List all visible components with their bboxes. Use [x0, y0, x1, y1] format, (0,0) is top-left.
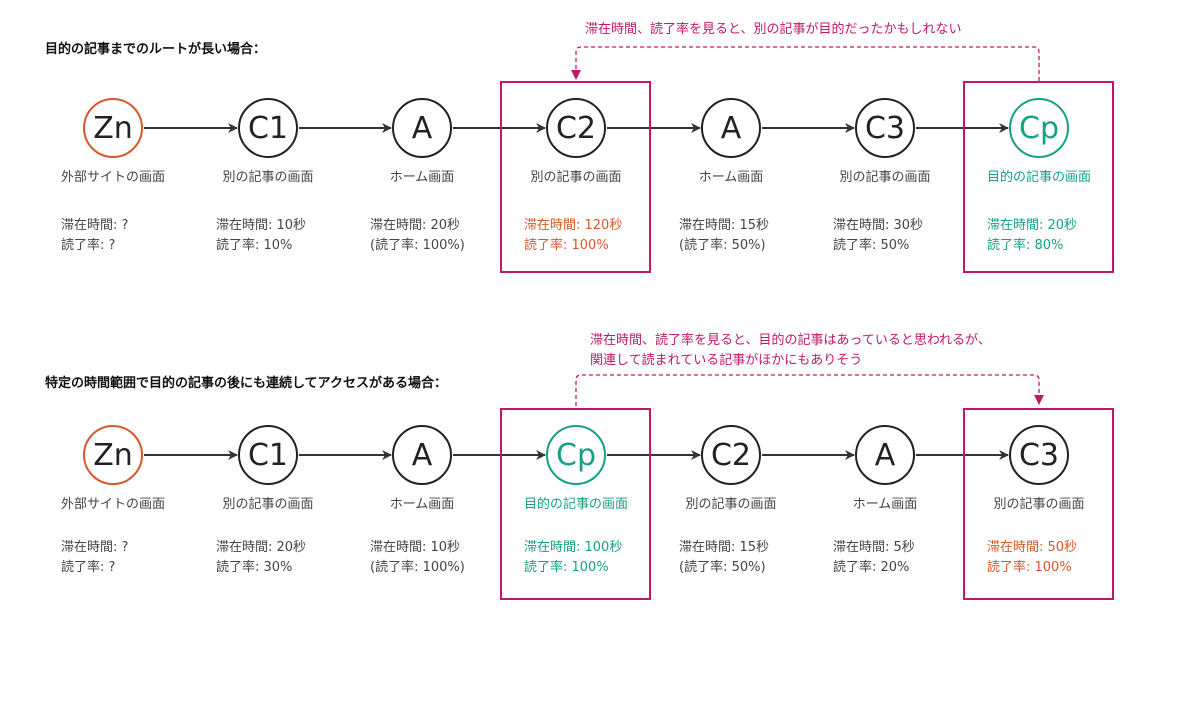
row2-title: 特定の時間範囲で目的の記事の後にも連続してアクセスがある場合：	[45, 376, 447, 391]
node-label: 別の記事の画面	[222, 497, 314, 512]
node-stats: 滞在時間: 100秒読了率: 100%	[524, 538, 622, 578]
read-rate: (読了率: 100%)	[370, 560, 465, 575]
node-label: 別の記事の画面	[222, 170, 314, 185]
read-rate: (読了率: 50%)	[679, 238, 766, 253]
node-label: 外部サイトの画面	[60, 497, 165, 512]
page-node-a: A	[392, 98, 452, 158]
row1-dashed-feedback-arrow	[571, 46, 1040, 81]
read-rate: (読了率: 100%)	[370, 238, 465, 253]
node-label: ホーム画面	[852, 497, 918, 512]
node-label: ホーム画面	[698, 170, 764, 185]
dwell-time: 滞在時間: ?	[61, 218, 129, 233]
page-node-c3: C3	[1009, 425, 1069, 485]
node-label: ホーム画面	[389, 170, 455, 185]
dwell-time: 滞在時間: 20秒	[370, 218, 461, 233]
dwell-time: 滞在時間: 100秒	[524, 540, 623, 555]
node-stats: 滞在時間: 5秒読了率: 20%	[833, 538, 915, 578]
node-label: 外部サイトの画面	[60, 170, 165, 185]
page-node-c3: C3	[855, 98, 915, 158]
page-node-c2: C2	[701, 425, 761, 485]
node-stats: 滞在時間: 30秒読了率: 50%	[833, 216, 923, 256]
node-label: 別の記事の画面	[530, 170, 622, 185]
page-node-a: A	[855, 425, 915, 485]
dwell-time: 滞在時間: 10秒	[216, 218, 307, 233]
dwell-time: 滞在時間: 15秒	[679, 540, 770, 555]
node-label: 別の記事の画面	[839, 170, 931, 185]
page-node-cp: Cp	[546, 425, 606, 485]
read-rate: 読了率: 50%	[833, 238, 910, 253]
highlight-box	[963, 81, 1114, 273]
node-stats: 滞在時間: 15秒 (読了率: 50%)	[679, 538, 769, 578]
page-node-cp: Cp	[1009, 98, 1069, 158]
dwell-time: 滞在時間: 20秒	[216, 540, 307, 555]
node-stats: 滞在時間: 15秒 (読了率: 50%)	[679, 216, 769, 256]
page-node-zn: Zn	[83, 425, 143, 485]
node-stats: 滞在時間: ? 読了率: ?	[61, 216, 128, 256]
dwell-time: 滞在時間: 20秒	[987, 218, 1078, 233]
dwell-time: 滞在時間: 120秒	[524, 218, 623, 233]
highlight-box	[963, 408, 1114, 600]
node-stats: 滞在時間: 20秒 (読了率: 100%)	[370, 216, 465, 256]
dwell-time: 滞在時間: 50秒	[987, 540, 1078, 555]
read-rate: 読了率: 10%	[216, 238, 293, 253]
dwell-time: 滞在時間: 5秒	[833, 540, 915, 555]
row1-title: 目的の記事までのルートが長い場合：	[45, 42, 267, 57]
annotation-line: 滞在時間、読了率を見ると、別の記事が目的だったかもしれない	[585, 22, 962, 37]
row2-dashed-related-arrow	[575, 374, 1044, 406]
read-rate: 読了率: 30%	[216, 560, 293, 575]
node-label: 目的の記事の画面	[986, 170, 1091, 185]
annotation-line: 関連して読まれている記事がほかにもありそう	[590, 353, 863, 368]
annotation-line: 滞在時間、読了率を見ると、目的の記事はあっていると思われるが、	[590, 333, 991, 348]
node-stats: 滞在時間: 20秒読了率: 30%	[216, 538, 306, 578]
node-stats: 滞在時間: ? 読了率: ?	[61, 538, 128, 578]
highlight-box	[500, 408, 651, 600]
node-stats: 滞在時間: 20秒読了率: 80%	[987, 216, 1077, 256]
page-node-c1: C1	[238, 425, 298, 485]
dwell-time: 滞在時間: ?	[61, 540, 129, 555]
dwell-time: 滞在時間: 15秒	[679, 218, 770, 233]
page-node-c2: C2	[546, 98, 606, 158]
dwell-time: 滞在時間: 10秒	[370, 540, 461, 555]
page-node-a: A	[392, 425, 452, 485]
dwell-time: 滞在時間: 30秒	[833, 218, 924, 233]
read-rate: 読了率: 80%	[987, 238, 1064, 253]
node-stats: 滞在時間: 10秒読了率: 10%	[216, 216, 306, 256]
page-node-zn: Zn	[83, 98, 143, 158]
node-label: ホーム画面	[389, 497, 455, 512]
highlight-box	[500, 81, 651, 273]
row1-annotation: 滞在時間、読了率を見ると、別の記事が目的だったかもしれない	[585, 20, 961, 40]
read-rate: (読了率: 50%)	[679, 560, 766, 575]
read-rate: 読了率: 20%	[833, 560, 910, 575]
read-rate: 読了率: ?	[61, 238, 116, 253]
node-stats: 滞在時間: 50秒読了率: 100%	[987, 538, 1077, 578]
read-rate: 読了率: 100%	[524, 560, 609, 575]
node-label: 目的の記事の画面	[523, 497, 628, 512]
read-rate: 読了率: 100%	[524, 238, 609, 253]
read-rate: 読了率: 100%	[987, 560, 1072, 575]
node-stats: 滞在時間: 10秒 (読了率: 100%)	[370, 538, 465, 578]
row2-annotation: 滞在時間、読了率を見ると、目的の記事はあっていると思われるが、 関連して読まれて…	[590, 331, 991, 371]
page-node-c1: C1	[238, 98, 298, 158]
node-label: 別の記事の画面	[685, 497, 777, 512]
node-stats: 滞在時間: 120秒読了率: 100%	[524, 216, 622, 256]
page-node-a: A	[701, 98, 761, 158]
read-rate: 読了率: ?	[61, 560, 116, 575]
node-label: 別の記事の画面	[993, 497, 1085, 512]
